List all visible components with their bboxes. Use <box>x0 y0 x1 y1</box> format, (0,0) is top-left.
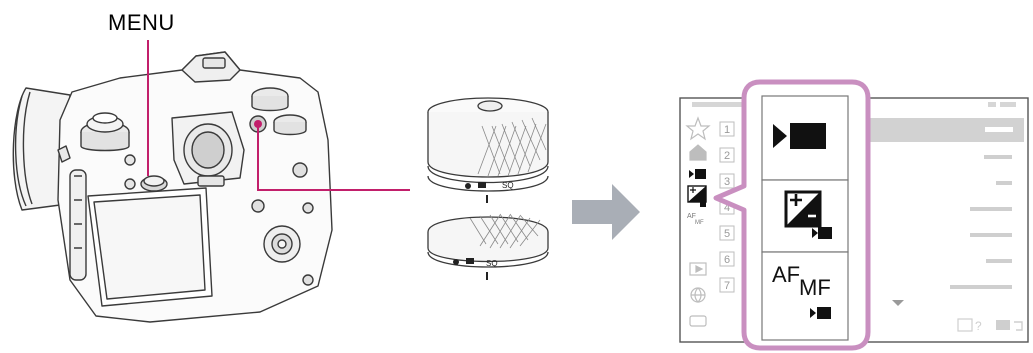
dial-upper-sq-mark: SQ <box>502 181 514 190</box>
svg-text:5: 5 <box>724 228 730 240</box>
dial-callout-dot <box>254 120 262 128</box>
help-question-mark: ? <box>975 319 982 333</box>
playback-icon <box>689 262 707 276</box>
svg-text:6: 6 <box>724 254 730 266</box>
small-movie-icon <box>689 169 706 179</box>
flow-arrow <box>572 184 640 240</box>
small-exposure-icon <box>687 185 707 207</box>
svg-text:7: 7 <box>724 280 730 292</box>
star-icon <box>685 116 711 141</box>
dial-lower-sq-mark: SQ <box>486 259 498 268</box>
svg-text:4: 4 <box>724 202 730 214</box>
dial-callout-line <box>257 124 410 191</box>
exposure-compensation-movie-icon <box>784 190 832 239</box>
movie-camera-icon <box>773 123 826 149</box>
svg-text:2: 2 <box>724 150 730 162</box>
home-icon <box>689 144 707 161</box>
small-af-text: AF <box>687 213 696 220</box>
dial-lower: SQ <box>427 213 549 280</box>
camera-drawing <box>12 51 333 323</box>
svg-text:1: 1 <box>724 124 730 136</box>
toolbox-icon <box>689 315 707 327</box>
small-mf-text: MF <box>695 220 704 226</box>
svg-text:3: 3 <box>724 176 730 188</box>
svg-text:AF: AF <box>772 262 800 287</box>
menu-label: MENU <box>108 10 175 35</box>
dial-upper: SQ <box>427 97 549 203</box>
menu-screen: ? <box>679 79 1029 351</box>
af-mf-movie-icon: AF MF <box>772 262 831 319</box>
svg-text:MF: MF <box>799 275 831 300</box>
